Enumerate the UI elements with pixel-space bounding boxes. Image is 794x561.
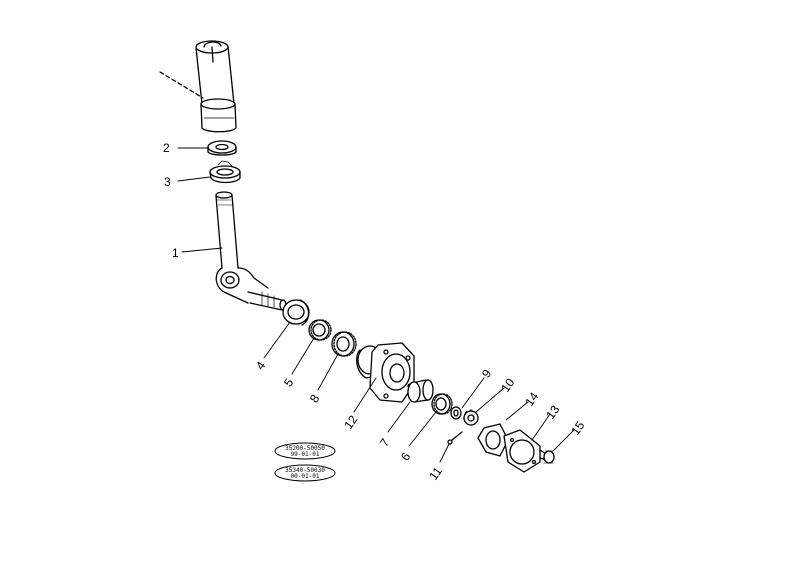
part-7-spacer (407, 379, 434, 403)
callout-10: 10 (498, 376, 517, 395)
callout-8: 8 (307, 392, 322, 406)
part-11-cotter-pin (447, 431, 463, 445)
part-9-washer (450, 406, 462, 420)
callout-4: 4 (253, 359, 268, 373)
part-12-hub (355, 342, 415, 403)
callout-1: 1 (172, 246, 179, 260)
part-14-gasket (477, 423, 509, 457)
part-13-cap (503, 429, 541, 473)
callout-6: 6 (398, 450, 413, 464)
part-5-bearing (308, 319, 332, 341)
ref-tag-1-code: 35200-50050 (285, 445, 325, 452)
callout-3: 3 (164, 175, 171, 189)
part-15-bolt (539, 449, 555, 464)
part-2-seal (207, 140, 237, 156)
callout-12: 12 (341, 413, 360, 432)
part-4-disc (282, 299, 310, 326)
callout-2: 2 (163, 141, 170, 155)
leader-lines (177, 147, 575, 463)
reference-tag-1: 35200-50050 99-01-01 (274, 442, 336, 460)
ref-tag-2-code: 35340-50030 (285, 467, 325, 474)
callout-14: 14 (522, 390, 541, 409)
upper-sleeve-tube (195, 40, 237, 133)
ref-tag-2-date: 00-01-01 (291, 473, 320, 480)
callout-15: 15 (568, 419, 587, 438)
callout-11: 11 (426, 464, 445, 483)
callout-5: 5 (281, 376, 296, 390)
ref-tag-1-date: 99-01-01 (291, 451, 320, 458)
part-8-bearing (331, 331, 357, 357)
part-1-knuckle-shaft (215, 191, 287, 311)
part-3-bearing (209, 160, 241, 184)
reference-tag-2: 35340-50030 00-01-01 (274, 464, 336, 482)
part-6-bearing (431, 393, 453, 415)
callout-9: 9 (479, 367, 494, 381)
leader-line-upper (159, 71, 204, 99)
part-10-nut (463, 409, 479, 426)
callout-7: 7 (377, 436, 392, 450)
